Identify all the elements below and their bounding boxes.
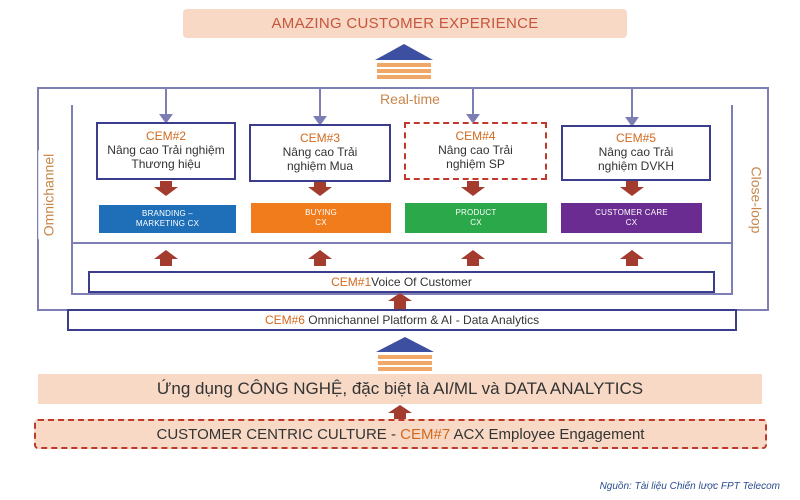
cx-bar-buying-line1: BUYING	[305, 208, 337, 218]
cem5-box: CEM#5 Nâng cao Trải nghiệm DVKH	[561, 125, 711, 181]
arrow-culture-to-tech	[388, 405, 412, 420]
cem1-code: CEM#1	[331, 275, 372, 289]
cx-bar-customer-care-line1: CUSTOMER CARE	[595, 208, 668, 218]
top-banner-amazing-customer-experience: AMAZING CUSTOMER EXPERIENCE	[183, 9, 627, 38]
cem2-desc: Nâng cao Trải nghiệm Thương hiệu	[107, 143, 225, 171]
technology-banner: Ứng dụng CÔNG NGHỆ, đặc biệt là AI/ML và…	[38, 374, 762, 404]
cx-bar-product-line1: PRODUCT	[455, 208, 497, 218]
cem3-box: CEM#3 Nâng cao Trải nghiệm Mua	[249, 124, 391, 182]
cem7-code: CEM#7	[400, 425, 451, 443]
culture-suffix: ACX Employee Engagement	[450, 425, 645, 443]
customer-centric-culture-box: CUSTOMER CENTRIC CULTURE - CEM#7 ACX Emp…	[34, 419, 767, 449]
red-arrows-up-from-voc	[154, 250, 644, 266]
realtime-down-arrows	[159, 88, 639, 127]
red-arrows-to-cx	[154, 181, 644, 196]
cem3-desc: Nâng cao Trải nghiệm Mua	[282, 145, 358, 173]
cem3-code: CEM#3	[299, 131, 340, 146]
pyramid-icon-top	[375, 44, 433, 79]
cem4-code: CEM#4	[455, 129, 496, 144]
cem5-code: CEM#5	[615, 131, 656, 146]
cx-bar-branding-line2: MARKETING CX	[135, 219, 200, 228]
cem2-code: CEM#2	[145, 129, 186, 144]
cem5-desc: Nâng cao Trải nghiệm DVKH	[597, 145, 675, 173]
pyramid-icon-bottom	[376, 337, 434, 371]
cem6-platform-box: CEM#6 Omnichannel Platform & AI - Data A…	[67, 309, 737, 331]
realtime-inner-frame	[71, 105, 733, 295]
culture-prefix: CUSTOMER CENTRIC CULTURE -	[156, 425, 401, 443]
cx-bar-customer-care-line2: CX	[625, 218, 638, 227]
cx-bar-buying-line2: CX	[315, 218, 327, 227]
cx-bar-product-line2: CX	[470, 218, 482, 227]
cem4-desc: Nâng cao Trải nghiệm SP	[438, 143, 513, 171]
cem1-text: Voice Of Customer	[371, 275, 472, 289]
cx-bar-product: PRODUCT CX	[405, 203, 547, 233]
cx-bar-branding-marketing: BRANDING – MARKETING CX	[99, 205, 236, 233]
cem4-box: CEM#4 Nâng cao Trải nghiệm SP	[404, 122, 547, 180]
source-note: Nguồn: Tài liệu Chiến lược FPT Telecom	[599, 480, 780, 492]
cx-bar-branding-line1: BRANDING –	[142, 209, 193, 219]
cem2-box: CEM#2 Nâng cao Trải nghiệm Thương hiệu	[96, 122, 236, 180]
cem6-code: CEM#6	[264, 313, 305, 327]
realtime-label: Real-time	[368, 90, 452, 108]
arrow-cem6-to-cem1	[388, 293, 412, 309]
cx-bar-customer-care: CUSTOMER CARE CX	[561, 203, 702, 233]
cx-bar-buying: BUYING CX	[251, 203, 391, 233]
cem6-text: Omnichannel Platform & AI - Data Analyti…	[308, 313, 540, 327]
